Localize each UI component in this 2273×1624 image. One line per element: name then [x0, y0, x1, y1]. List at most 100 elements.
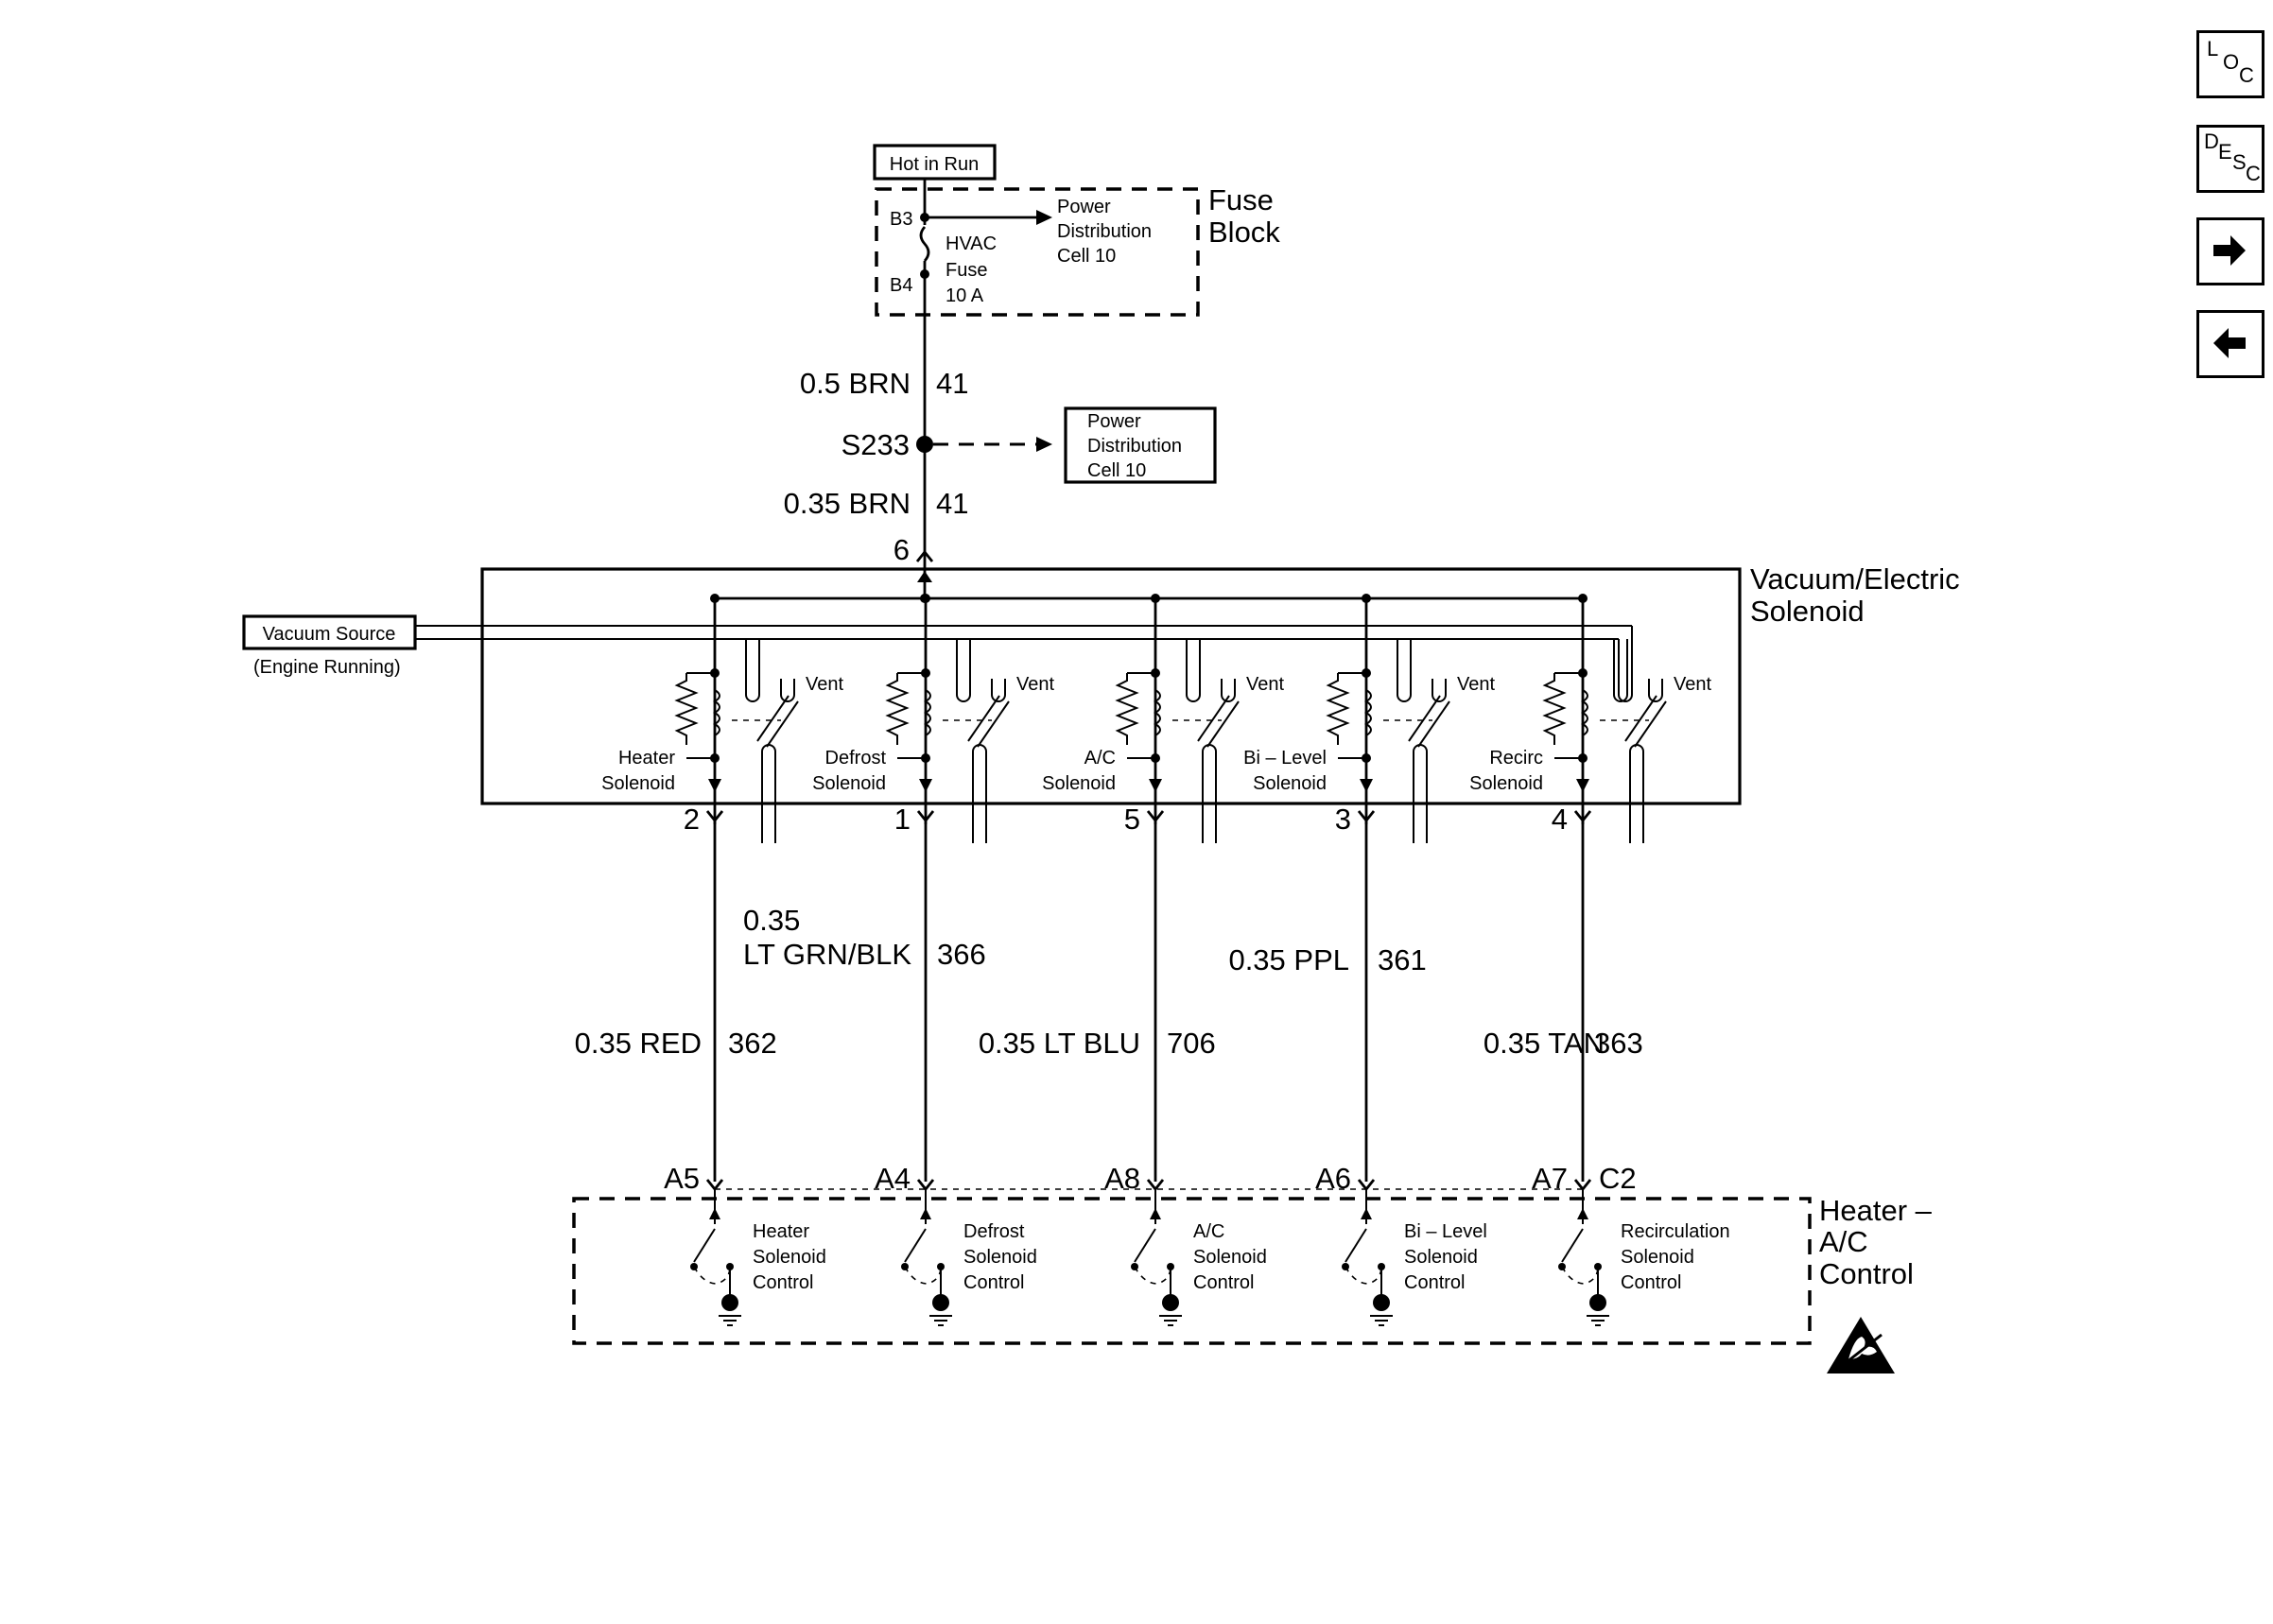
- prev-arrow-icon: [2213, 328, 2246, 358]
- desc-letter-e: E: [2218, 140, 2232, 164]
- feed-upper-circuit: 41: [936, 367, 968, 400]
- wire-circuit-366: 366: [937, 938, 986, 971]
- solenoid-label: A/C: [1084, 748, 1116, 769]
- pin-b4: B4: [890, 275, 912, 296]
- solenoid-label: Solenoid: [1042, 773, 1116, 794]
- arrow-icon: [1036, 210, 1052, 225]
- solenoid-label: Recirc: [1489, 748, 1543, 769]
- vent-label: Vent: [1674, 674, 1711, 695]
- control-channel-label: Solenoid: [1193, 1247, 1267, 1268]
- wire-circuit-706: 706: [1167, 1027, 1216, 1060]
- control-channel-label: Solenoid: [963, 1247, 1037, 1268]
- solenoid-block-outline: [480, 567, 1742, 805]
- feed-lower-circuit: 41: [936, 487, 968, 520]
- vacuum-source-box: [242, 614, 417, 650]
- arrow-icon: [1036, 437, 1052, 452]
- control-module-outline: [572, 1197, 1812, 1345]
- control-channel-label: Control: [963, 1272, 1024, 1293]
- control-title-1: Heater –: [1819, 1194, 1933, 1227]
- wire-gauge-361: 0.35 PPL: [1228, 943, 1349, 976]
- splice-ref-box: [1064, 406, 1217, 484]
- fuse-ref-2: Distribution: [1057, 221, 1152, 242]
- splice-ref-2: Distribution: [1087, 436, 1182, 457]
- splice-label: S233: [842, 428, 910, 461]
- control-channel-label: Control: [1621, 1272, 1681, 1293]
- solenoid-block-title-2: Solenoid: [1750, 595, 1865, 628]
- solenoid-label: Solenoid: [1253, 773, 1327, 794]
- control-channel-label: Control: [1404, 1272, 1465, 1293]
- desc-button[interactable]: D E S C: [2196, 125, 2264, 193]
- solenoid-label: Solenoid: [601, 773, 675, 794]
- control-channel-label: Heater: [753, 1221, 809, 1242]
- control-channel-label: Control: [753, 1272, 813, 1293]
- loc-button[interactable]: L O C: [2196, 30, 2264, 98]
- vacuum-source-note: (Engine Running): [253, 657, 401, 678]
- vacuum-source-label: Vacuum Source: [263, 624, 396, 645]
- wire-gauge-366-1: 0.35: [743, 904, 800, 937]
- vent-label: Vent: [806, 674, 843, 695]
- solenoid-pin-label: 3: [1335, 803, 1351, 836]
- control-pin-c2: C2: [1599, 1162, 1637, 1195]
- solenoid-pin-label: 2: [684, 803, 700, 836]
- solenoid-label: Heater: [618, 748, 675, 769]
- desc-letter-d: D: [2204, 130, 2219, 153]
- splice-ref-3: Cell 10: [1087, 460, 1146, 481]
- feed-lower-gauge: 0.35 BRN: [784, 487, 911, 520]
- next-button[interactable]: [2196, 217, 2264, 285]
- fuse-block-title-2: Block: [1208, 216, 1280, 249]
- solenoid-block-title-1: Vacuum/Electric: [1750, 562, 1960, 596]
- solenoid-pin-label: 4: [1552, 803, 1568, 836]
- fuse-label-2: Fuse: [946, 260, 987, 281]
- feed-pin-6: 6: [894, 533, 910, 566]
- fuse-ref-1: Power: [1057, 197, 1111, 217]
- hot-in-run-box: [873, 144, 997, 181]
- control-pin-label: A5: [664, 1162, 700, 1195]
- esd-warning-icon: [1827, 1317, 1895, 1373]
- control-pin-label: A4: [875, 1162, 911, 1195]
- feed-upper-gauge: 0.5 BRN: [800, 367, 911, 400]
- wire-circuit-361: 361: [1378, 943, 1427, 976]
- vent-label: Vent: [1457, 674, 1495, 695]
- loc-letter-c: C: [2239, 63, 2254, 87]
- solenoid-units: VentHeaterSolenoid2VentDefrostSolenoid1V…: [601, 594, 1711, 1182]
- solenoid-label: Solenoid: [1469, 773, 1543, 794]
- splice-s233: [916, 436, 933, 453]
- wire-gauge-706: 0.35 LT BLU: [979, 1027, 1140, 1060]
- solenoid-label: Solenoid: [812, 773, 886, 794]
- desc-letter-s: S: [2232, 150, 2247, 174]
- loc-letter-l: L: [2207, 37, 2219, 60]
- next-arrow-icon: [2213, 235, 2246, 266]
- pin-b3: B3: [890, 209, 912, 230]
- control-channel-label: Solenoid: [1621, 1247, 1694, 1268]
- control-channel-label: Defrost: [963, 1221, 1025, 1242]
- splice-ref-1: Power: [1087, 411, 1141, 432]
- fuse-ref-3: Cell 10: [1057, 246, 1116, 267]
- wire-circuit-362: 362: [728, 1027, 777, 1060]
- fuse-label-3: 10 A: [946, 285, 984, 306]
- control-channel-label: Solenoid: [1404, 1247, 1478, 1268]
- wire-gauge-366-2: LT GRN/BLK: [743, 938, 911, 971]
- control-title-2: A/C: [1819, 1225, 1868, 1258]
- control-channels: A5HeaterSolenoidControlA4DefrostSolenoid…: [664, 1162, 1730, 1326]
- control-title-3: Control: [1819, 1257, 1914, 1290]
- fuse-block-outline: [875, 187, 1200, 317]
- previous-button[interactable]: [2196, 310, 2264, 378]
- control-channel-label: Control: [1193, 1272, 1254, 1293]
- control-channel-label: Bi – Level: [1404, 1221, 1487, 1242]
- fuse-block-title-1: Fuse: [1208, 183, 1274, 216]
- solenoid-pin-label: 1: [894, 803, 911, 836]
- wire-gauge-362: 0.35 RED: [575, 1027, 702, 1060]
- hot-in-run-label: Hot in Run: [890, 154, 980, 175]
- vent-label: Vent: [1246, 674, 1284, 695]
- control-pin-label: A8: [1104, 1162, 1140, 1195]
